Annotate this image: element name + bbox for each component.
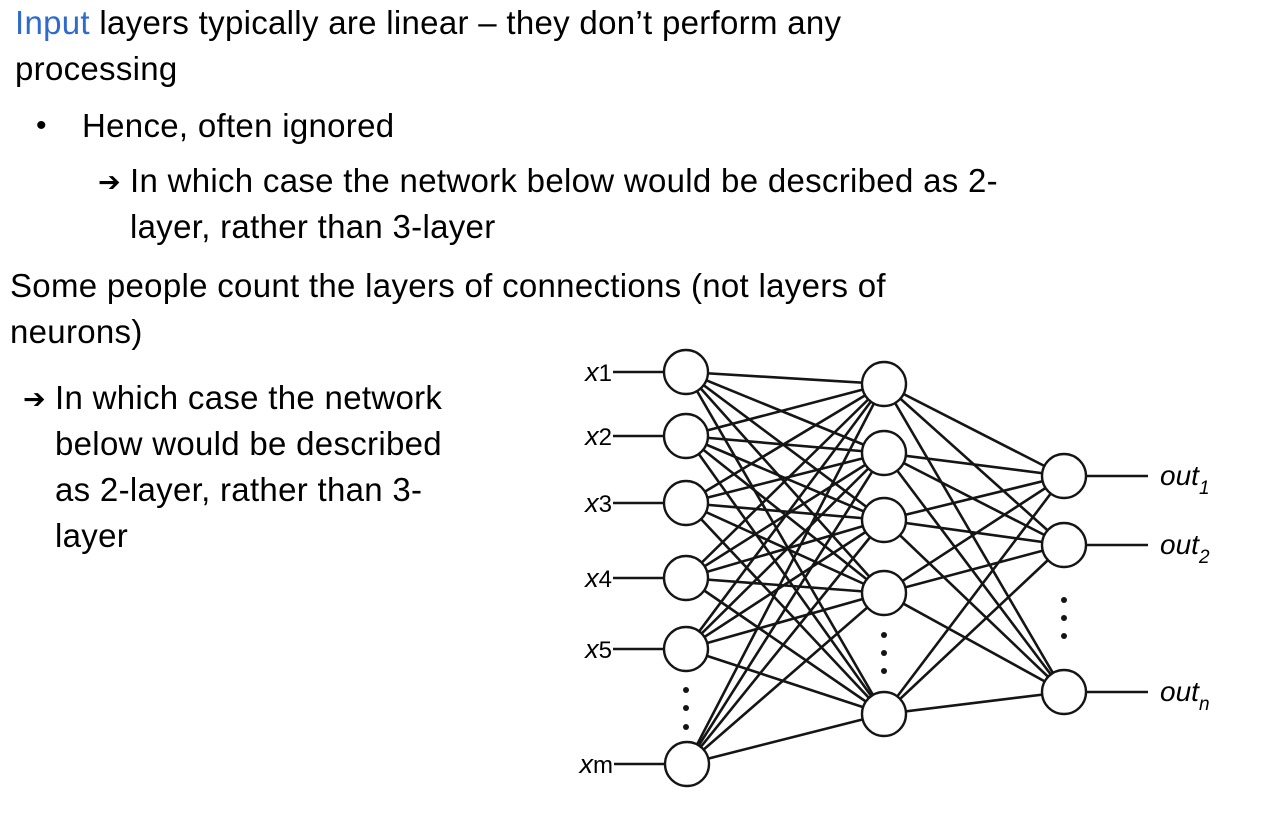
bullet1-text: Hence, often ignored bbox=[82, 107, 395, 144]
input-label: x4 bbox=[583, 563, 612, 593]
edge-input-hidden bbox=[685, 452, 885, 650]
edge-input-hidden bbox=[685, 518, 885, 651]
input-node bbox=[662, 625, 710, 673]
network-edges bbox=[684, 370, 1066, 766]
arrow-note-line4: layer bbox=[55, 517, 129, 554]
edge-input-hidden bbox=[685, 370, 885, 386]
edge-hidden-output bbox=[882, 452, 1066, 693]
hidden-node bbox=[860, 360, 908, 408]
edge-input-hidden bbox=[686, 592, 885, 765]
edge-input-hidden bbox=[685, 383, 886, 765]
edge-hidden-output bbox=[882, 475, 1066, 715]
edge-input-hidden bbox=[684, 383, 886, 650]
edge-input-hidden bbox=[684, 371, 886, 715]
input-label: x1 bbox=[583, 357, 612, 387]
arrow-note-line1: In which case the network bbox=[55, 379, 443, 416]
edge-hidden-output bbox=[883, 690, 1065, 716]
output-ellipsis-dot bbox=[1061, 633, 1067, 639]
sub-bullet1-line1: In which case the network below would be… bbox=[130, 162, 998, 199]
arrow-note-line2: below would be described bbox=[55, 425, 442, 462]
input-node bbox=[663, 740, 711, 788]
paragraph1-line2: processing bbox=[15, 50, 178, 87]
input-node bbox=[662, 554, 710, 602]
ellipsis-dots bbox=[683, 597, 1067, 730]
output-label: outn bbox=[1160, 676, 1210, 715]
input-node bbox=[662, 479, 710, 527]
paragraph2-line1: Some people count the layers of connecti… bbox=[10, 267, 886, 304]
edge-hidden-output bbox=[883, 451, 1065, 478]
network-nodes bbox=[662, 348, 1088, 788]
paragraph1-line1-rest: layers typically are linear – they don’t… bbox=[89, 4, 842, 41]
edge-input-hidden bbox=[685, 647, 885, 716]
hidden-node bbox=[860, 429, 908, 477]
hidden-node bbox=[860, 690, 908, 738]
edge-hidden-output bbox=[883, 474, 1065, 595]
input-ellipsis-dot bbox=[683, 687, 689, 693]
edge-input-hidden bbox=[685, 383, 885, 579]
output-node bbox=[1040, 452, 1088, 500]
output-ellipsis-dot bbox=[1061, 615, 1067, 621]
output-node bbox=[1040, 668, 1088, 716]
input-label: x3 bbox=[583, 488, 612, 518]
edge-input-hidden bbox=[685, 591, 885, 651]
output-label: out1 bbox=[1160, 460, 1210, 499]
highlight-word-input: Input bbox=[15, 4, 90, 41]
edge-input-hidden bbox=[685, 382, 885, 505]
hidden-node bbox=[860, 496, 908, 544]
edge-hidden-output bbox=[883, 382, 1065, 478]
hidden-node bbox=[860, 569, 908, 617]
hidden-ellipsis-dot bbox=[881, 650, 887, 656]
output-label: out2 bbox=[1160, 529, 1210, 568]
input-ellipsis-dot bbox=[683, 705, 689, 711]
edge-input-hidden bbox=[685, 451, 885, 505]
output-node bbox=[1040, 521, 1088, 569]
output-ellipsis-dot bbox=[1061, 597, 1067, 603]
input-ellipsis-dot bbox=[683, 724, 689, 730]
input-label: x5 bbox=[583, 634, 612, 664]
arrow-note-line3: as 2-layer, rather than 3- bbox=[55, 471, 423, 508]
edge-hidden-output bbox=[883, 518, 1065, 547]
edge-input-hidden bbox=[685, 576, 885, 716]
input-label: x2 bbox=[583, 421, 612, 451]
paragraph1-line1: Input layers typically are linear – they… bbox=[15, 6, 841, 39]
label-connector-lines bbox=[613, 370, 1148, 766]
bullet-icon: • bbox=[36, 109, 47, 142]
edge-input-hidden bbox=[685, 370, 885, 522]
edge-input-hidden bbox=[685, 370, 885, 455]
edge-hidden-output bbox=[882, 383, 1066, 693]
edge-hidden-output bbox=[883, 474, 1065, 522]
sub-bullet1-line2: layer, rather than 3-layer bbox=[130, 208, 496, 245]
edge-input-hidden bbox=[686, 712, 885, 766]
arrow-note-icon: ➔ bbox=[23, 384, 46, 415]
edge-input-hidden bbox=[685, 452, 886, 765]
edge-hidden-output bbox=[883, 544, 1065, 715]
edge-hidden-output bbox=[883, 519, 1065, 693]
arrow-bullet-icon: ➔ bbox=[98, 167, 121, 198]
edge-hidden-output bbox=[883, 591, 1065, 694]
hidden-ellipsis-dot bbox=[881, 668, 887, 674]
edge-input-hidden bbox=[685, 518, 885, 580]
input-node bbox=[662, 412, 710, 460]
edge-hidden-output bbox=[883, 543, 1065, 595]
input-label: xm bbox=[578, 749, 614, 779]
edge-input-hidden bbox=[685, 519, 886, 765]
input-node bbox=[662, 348, 710, 396]
edge-input-hidden bbox=[685, 382, 885, 438]
edge-input-hidden bbox=[685, 501, 885, 522]
network-labels: x1 x2 x3 x4 x5 xm out1 out2 outn bbox=[578, 357, 1210, 779]
hidden-ellipsis-dot bbox=[881, 632, 887, 638]
paragraph2-line2: neurons) bbox=[10, 313, 143, 350]
